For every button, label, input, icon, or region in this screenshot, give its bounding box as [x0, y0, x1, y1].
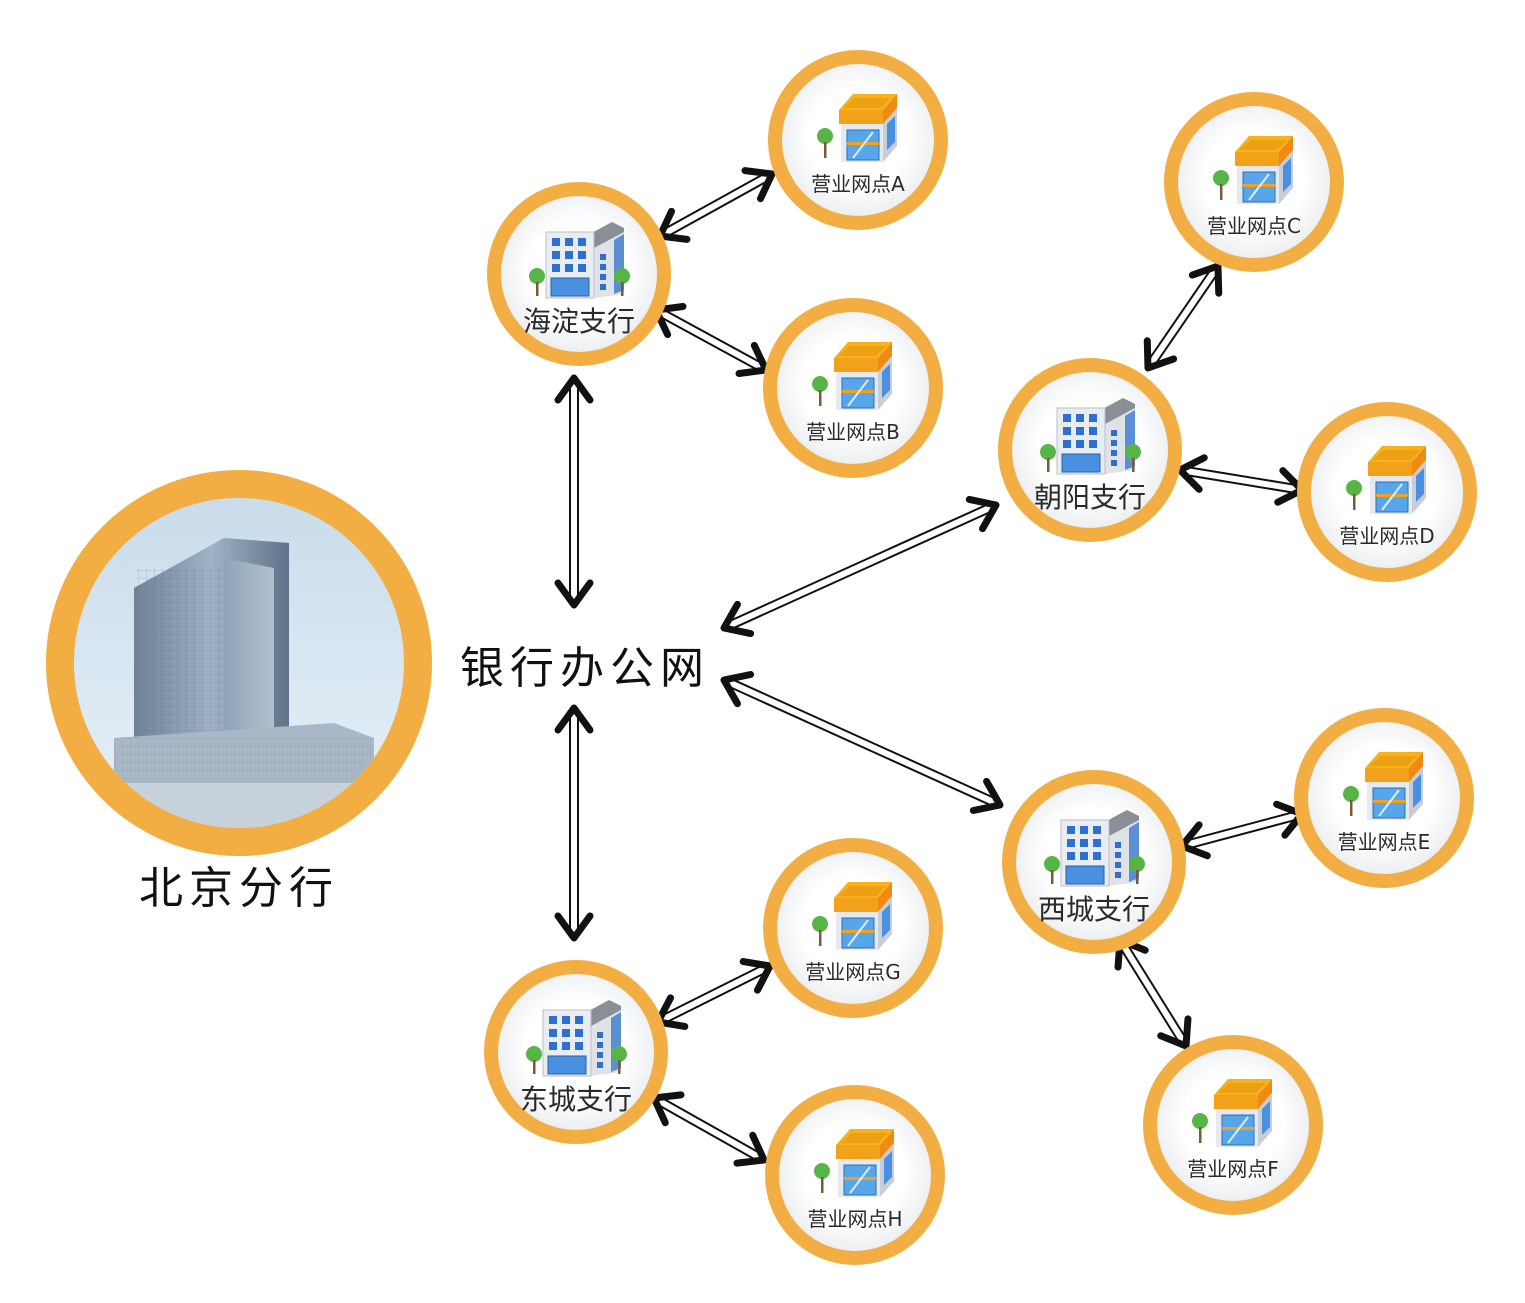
- arrowhead: [733, 1131, 768, 1167]
- arrowhead: [965, 495, 1000, 533]
- storefront-icon: [808, 876, 898, 956]
- outlet-node-e[interactable]: 营业网点E: [1294, 708, 1474, 888]
- arrowhead: [656, 207, 691, 243]
- arrowhead: [969, 777, 1004, 814]
- branch-label: 东城支行: [519, 1083, 632, 1116]
- connection-arrow-hub-haidian: [554, 374, 594, 609]
- outlet-label: 营业网点E: [1337, 830, 1431, 854]
- outlet-node-h[interactable]: 营业网点H: [765, 1085, 945, 1265]
- arrowhead: [554, 374, 594, 404]
- outlet-label: 营业网点F: [1187, 1157, 1279, 1181]
- headquarters-label: 北京分行: [139, 863, 339, 914]
- outlet-node-f[interactable]: 营业网点F: [1143, 1035, 1323, 1215]
- storefront-icon: [1339, 746, 1429, 826]
- branch-label: 朝阳支行: [1033, 481, 1146, 514]
- arrowhead: [739, 958, 774, 994]
- outlet-node-b[interactable]: 营业网点B: [763, 298, 943, 478]
- arrowhead: [1176, 454, 1208, 493]
- connection-arrow-chaoyang-D: [1176, 454, 1306, 506]
- connection-arrow-chaoyang-C: [1143, 262, 1223, 372]
- arrowhead: [554, 912, 594, 942]
- branch-label: 西城支行: [1037, 893, 1150, 926]
- outlet-node-a[interactable]: 营业网点A: [768, 50, 948, 230]
- connection-arrow-dongcheng-H: [650, 1091, 768, 1167]
- outlet-node-g[interactable]: 营业网点G: [763, 838, 943, 1018]
- arrowhead: [1178, 821, 1211, 860]
- arrowhead: [720, 671, 755, 708]
- arrowhead: [1157, 1015, 1192, 1050]
- connection-arrow-haidian-B: [652, 302, 770, 378]
- outlet-node-c[interactable]: 营业网点C: [1164, 92, 1344, 272]
- arrowhead: [735, 341, 770, 378]
- branch-node-haidian[interactable]: 海淀支行: [487, 182, 671, 366]
- connection-arrow-hub-chaoyang: [720, 495, 1000, 638]
- skyscraper-photo: [74, 498, 404, 828]
- outlet-label: 营业网点B: [806, 420, 900, 444]
- outlet-label: 营业网点A: [811, 172, 905, 196]
- office-building-icon: [1039, 806, 1149, 892]
- storefront-icon: [1188, 1073, 1278, 1153]
- outlet-label: 营业网点C: [1207, 214, 1301, 238]
- storefront-icon: [813, 88, 903, 168]
- arrowhead: [554, 704, 594, 734]
- outlet-label: 营业网点H: [807, 1207, 903, 1231]
- arrowhead: [1143, 337, 1178, 372]
- arrowhead: [1188, 262, 1223, 297]
- branch-node-chaoyang[interactable]: 朝阳支行: [998, 358, 1182, 542]
- office-building-icon: [521, 996, 631, 1082]
- connection-arrow-dongcheng-G: [654, 958, 774, 1030]
- storefront-icon: [1209, 130, 1299, 210]
- outlet-label: 营业网点G: [805, 960, 901, 984]
- storefront-icon: [810, 1123, 900, 1203]
- connection-arrow-xicheng-E: [1178, 800, 1306, 860]
- outlet-label: 营业网点D: [1339, 524, 1435, 548]
- arrowhead: [741, 167, 776, 203]
- branch-node-dongcheng[interactable]: 东城支行: [484, 960, 668, 1144]
- connection-arrow-xicheng-F: [1114, 936, 1192, 1050]
- connection-arrow-haidian-A: [656, 167, 776, 243]
- connection-arrow-hub-dongcheng: [554, 704, 594, 942]
- branch-node-xicheng[interactable]: 西城支行: [1002, 770, 1186, 954]
- arrowhead: [720, 600, 755, 638]
- storefront-icon: [808, 336, 898, 416]
- outlet-node-d[interactable]: 营业网点D: [1297, 402, 1477, 582]
- connection-arrow-hub-xicheng: [720, 671, 1004, 814]
- hub-label: 银行办公网: [460, 643, 710, 694]
- headquarters-node: [46, 470, 432, 856]
- storefront-icon: [1342, 440, 1432, 520]
- office-building-icon: [1035, 394, 1145, 480]
- arrowhead: [554, 579, 594, 609]
- arrowhead: [650, 1091, 685, 1127]
- branch-label: 海淀支行: [522, 305, 635, 338]
- office-building-icon: [524, 218, 634, 304]
